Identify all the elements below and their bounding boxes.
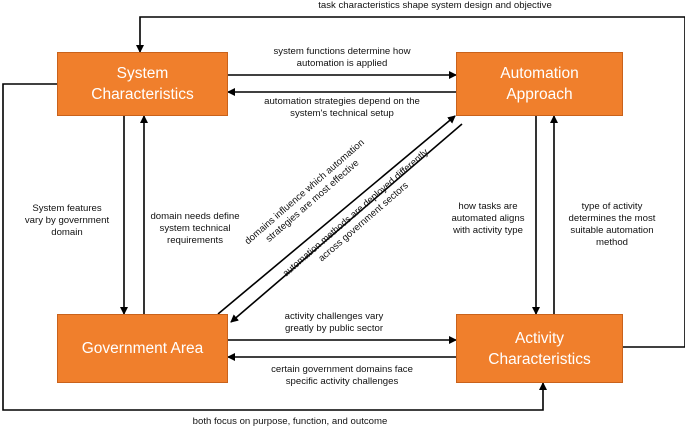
label-sys-to-gov: System features vary by government domai…: [24, 203, 110, 238]
node-system-characteristics: System Characteristics: [57, 52, 228, 116]
node-automation-approach: Automation Approach: [456, 52, 623, 116]
label-act-to-auto: type of activity determines the most sui…: [568, 201, 656, 248]
label-auto-to-act: how tasks are automated aligns with acti…: [451, 201, 525, 236]
arrow-gov-to-auto: [217, 115, 456, 315]
label-sys-to-auto: system functions determine how automatio…: [273, 46, 411, 69]
label-auto-to-sys: automation strategies depend on the syst…: [264, 96, 420, 119]
node-government-area: Government Area: [57, 314, 228, 383]
label-gov-to-act: activity challenges vary greatly by publ…: [284, 311, 384, 334]
arrow-both-focus: [2, 83, 547, 411]
node-activity-characteristics: Activity Characteristics: [456, 314, 623, 383]
label-task-shape: task characteristics shape system design…: [318, 0, 552, 11]
label-both-focus: both focus on purpose, function, and out…: [192, 416, 388, 427]
arrow-auto-to-gov: [230, 123, 463, 323]
arrow-task-shape: [136, 16, 685, 348]
label-act-to-gov: certain government domains face specific…: [271, 364, 413, 387]
label-gov-to-sys: domain needs define system technical req…: [150, 211, 240, 246]
